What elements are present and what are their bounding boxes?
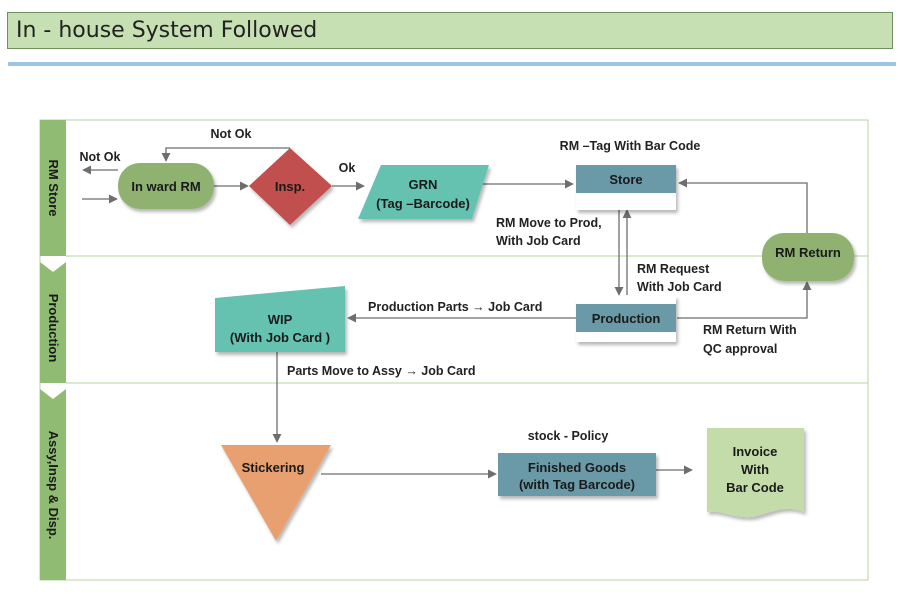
lane-label-rm-store: RM Store (46, 159, 61, 216)
label-rm-return-qc-2: QC approval (703, 342, 777, 356)
label-rm-tag: RM –Tag With Bar Code (560, 139, 701, 153)
node-grn-label-1: GRN (409, 177, 438, 192)
label-rm-move-1: RM Move to Prod, (496, 216, 602, 230)
arrow-not-ok-top (161, 147, 290, 162)
node-invoice-label-2: With (741, 462, 769, 477)
node-store-label: Store (609, 172, 642, 187)
lane-header-production (40, 262, 66, 383)
page-title: In - house System Followed (7, 12, 893, 49)
node-insp-decision (249, 148, 332, 225)
node-production (576, 304, 676, 332)
node-production-label: Production (592, 311, 661, 326)
label-ok: Ok (339, 161, 356, 175)
label-rm-move-2: With Job Card (496, 234, 581, 248)
node-invoice-label-3: Bar Code (726, 480, 784, 495)
node-wip-label-2: (With Job Card ) (230, 330, 330, 345)
label-not-ok-top: Not Ok (211, 127, 252, 141)
node-rm-return-label: RM Return (775, 245, 841, 260)
label-parts-move: Parts Move to Assy → Job Card (287, 364, 475, 378)
node-wip (215, 286, 345, 352)
node-invoice (707, 428, 804, 518)
label-production-parts: Production Parts → Job Card (368, 300, 542, 314)
lane-header-assy (40, 389, 66, 580)
arrow-production-to-rm-return (677, 281, 812, 319)
label-stock-policy: stock - Policy (528, 429, 609, 443)
lane-label-assy: Assy,Insp & Disp. (46, 431, 61, 540)
node-inward-rm (118, 163, 214, 209)
node-invoice-label-1: Invoice (733, 444, 778, 459)
title-underline (8, 62, 896, 66)
node-stickering-label: Stickering (242, 460, 305, 475)
node-grn (358, 165, 489, 219)
node-inward-rm-label: In ward RM (131, 179, 200, 194)
label-rm-return-qc-1: RM Return With (703, 323, 797, 337)
node-finished-goods-label-2: (with Tag Barcode) (519, 477, 635, 492)
lane-header-rm-store (40, 120, 66, 256)
node-stickering (221, 445, 331, 541)
lane-label-production: Production (46, 294, 61, 363)
node-grn-label-2: (Tag –Barcode) (376, 196, 470, 211)
node-rm-return (762, 233, 854, 281)
node-store (576, 165, 676, 193)
label-rm-request-1: RM Request (637, 262, 710, 276)
node-finished-goods-label-1: Finished Goods (528, 460, 626, 475)
node-finished-goods (498, 453, 656, 496)
node-wip-label-1: WIP (268, 312, 293, 327)
label-not-ok-left: Not Ok (80, 150, 121, 164)
arrow-rm-return-to-store (678, 178, 808, 233)
node-insp-label: Insp. (275, 179, 305, 194)
label-rm-request-2: With Job Card (637, 280, 722, 294)
